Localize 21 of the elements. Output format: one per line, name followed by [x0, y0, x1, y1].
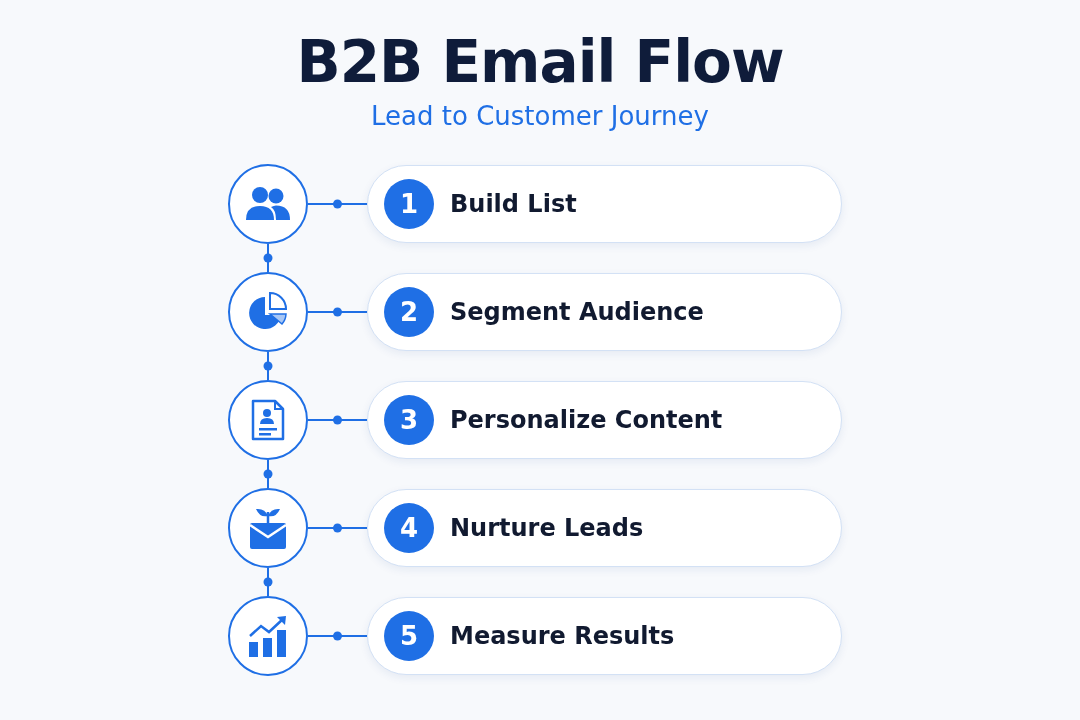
step-label: Personalize Content [450, 406, 723, 434]
step-number: 4 [384, 503, 434, 553]
step-label: Measure Results [450, 622, 675, 650]
connector-line [307, 419, 368, 421]
connector-line [307, 635, 368, 637]
connector-line [267, 459, 269, 489]
title: B2B Email Flow [296, 28, 784, 96]
subtitle: Lead to Customer Journey [371, 101, 709, 131]
step-number: 2 [384, 287, 434, 337]
step-number: 1 [384, 179, 434, 229]
step-number: 5 [384, 611, 434, 661]
step-label: Segment Audience [450, 298, 704, 326]
connector-line [267, 567, 269, 597]
connector-line [267, 351, 269, 381]
connector-line [307, 527, 368, 529]
step-number: 3 [384, 395, 434, 445]
connector-line [307, 311, 368, 313]
step-label: Build List [450, 190, 577, 218]
step-label: Nurture Leads [450, 514, 644, 542]
connector-line [267, 243, 269, 273]
connector-line [307, 203, 368, 205]
